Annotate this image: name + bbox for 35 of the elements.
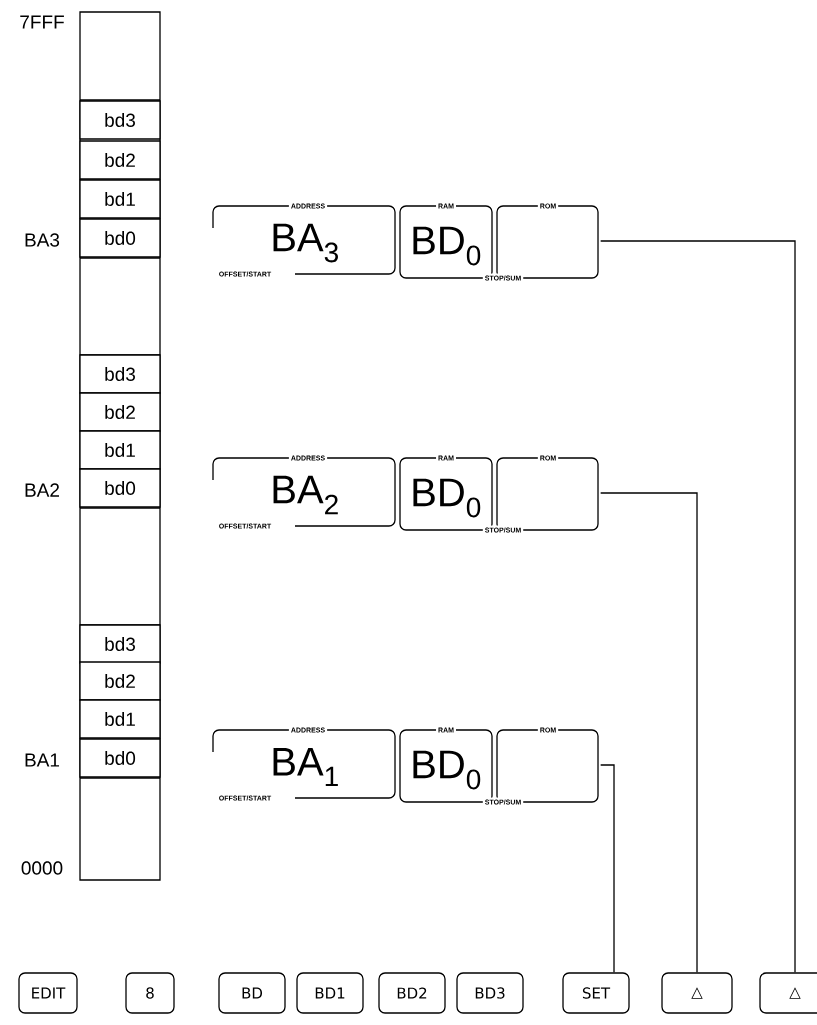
- address-label: 7FFF: [20, 15, 64, 29]
- node-label: BD$_{0}$: [413, 750, 481, 790]
- memory-cell: bd1: [79, 179, 161, 219]
- memory-cell: bd3: [79, 624, 161, 664]
- connector-line: [600, 240, 796, 973]
- key-button: △: [759, 972, 817, 1014]
- node-label: BD$_{0}$: [413, 478, 481, 518]
- address-label: 0000: [21, 861, 63, 875]
- key-button: BD1: [296, 972, 364, 1014]
- address-label: BA1: [25, 753, 59, 767]
- key-button: 8: [125, 972, 175, 1014]
- connector-line: [600, 764, 615, 973]
- memory-cell: bd2: [79, 140, 161, 180]
- memory-cell: bd1: [79, 699, 161, 739]
- key-button: EDIT: [18, 972, 78, 1014]
- node-label: BA$_{3}$: [273, 223, 338, 263]
- memory-cell: bd0: [79, 738, 161, 778]
- key-button: SET: [562, 972, 630, 1014]
- connector-line: [600, 492, 698, 973]
- memory-cell: bd3: [79, 354, 161, 394]
- memory-cell: bd0: [79, 218, 161, 258]
- address-label: BA2: [25, 483, 59, 497]
- memory-cell: bd2: [79, 661, 161, 701]
- key-button: BD: [218, 972, 286, 1014]
- node-label: BD$_{0}$: [413, 226, 481, 266]
- memory-cell: bd2: [79, 392, 161, 432]
- memory-cell: bd0: [79, 468, 161, 508]
- key-button: △: [661, 972, 733, 1014]
- memory-cell: bd3: [79, 100, 161, 140]
- key-button: BD2: [378, 972, 446, 1014]
- address-label: BA3: [25, 233, 60, 247]
- node-label: BA$_{2}$: [273, 475, 338, 515]
- node-label: BA$_{1}$: [273, 747, 338, 787]
- key-button: BD3: [456, 972, 524, 1014]
- memory-cell: bd1: [79, 430, 161, 470]
